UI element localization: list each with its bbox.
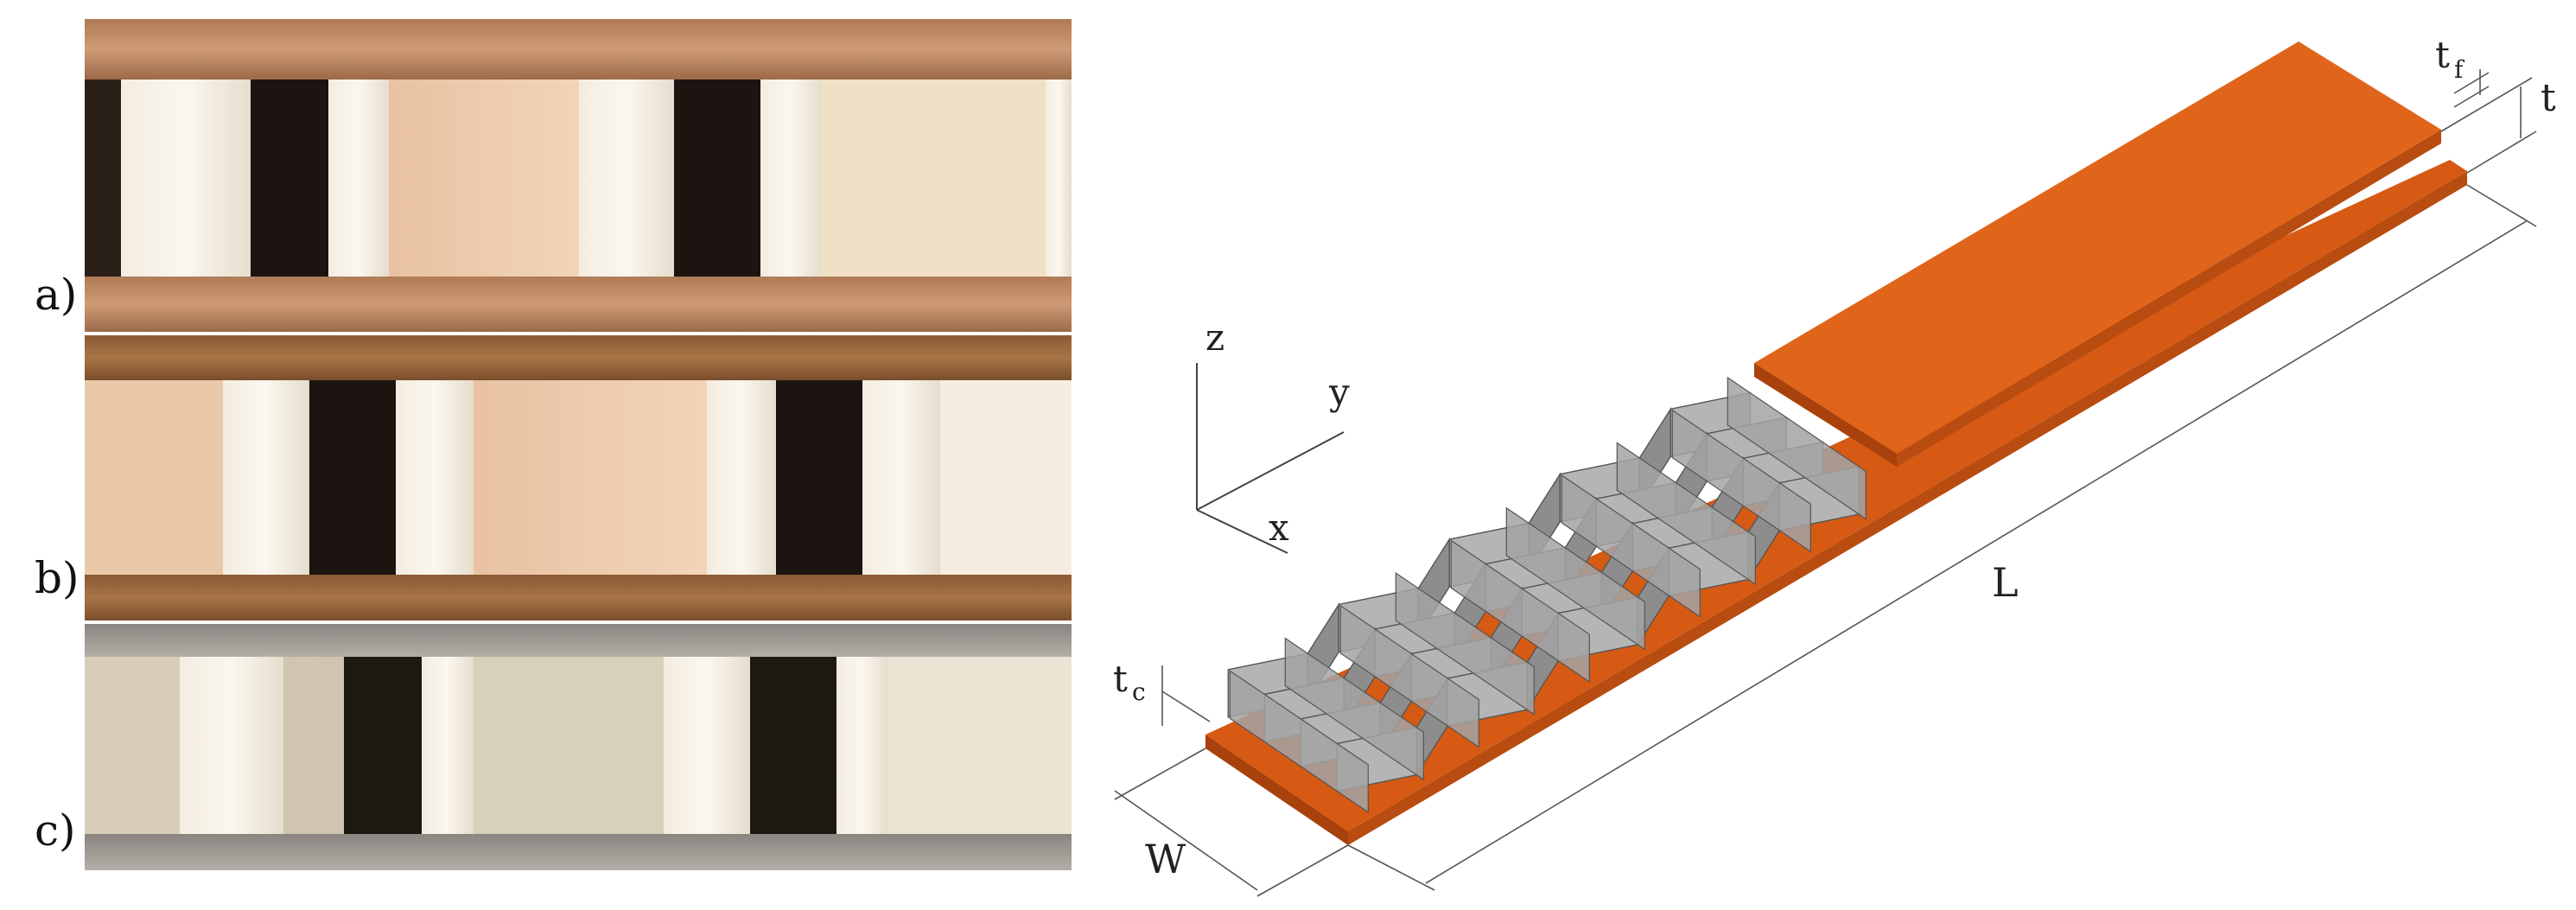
core-wall xyxy=(1559,457,1640,523)
svg-text:t: t xyxy=(1113,658,1128,700)
core-wall xyxy=(1343,627,1376,729)
coordinate-axes xyxy=(1196,363,1345,554)
core-wall xyxy=(1374,612,1455,678)
core-rib xyxy=(1395,571,1535,716)
core-wall xyxy=(1600,521,1633,622)
photo-label-b: b) xyxy=(35,553,80,603)
core-rib xyxy=(1727,376,1867,520)
core-wall xyxy=(1300,702,1381,767)
axis-label-y: y xyxy=(1328,371,1350,413)
core-wall xyxy=(1675,431,1708,532)
svg-text:t: t xyxy=(2435,34,2450,76)
bottom-face-sheet xyxy=(1205,160,2467,845)
dimension-label-L: L xyxy=(1992,559,2019,606)
core-wall xyxy=(1417,537,1450,639)
core-wall xyxy=(1490,586,1523,688)
core-wall xyxy=(1521,571,1602,637)
core-rib xyxy=(1229,670,1369,813)
core-wall xyxy=(1447,661,1528,727)
core-rib xyxy=(1561,474,1701,618)
core-wall xyxy=(1379,652,1412,753)
core-wall xyxy=(1638,406,1671,508)
dimension-label-tf: t f xyxy=(2435,34,2465,84)
core-wall xyxy=(1557,596,1638,662)
core-wall xyxy=(1528,472,1561,573)
honeycomb-core xyxy=(1227,376,1867,813)
core-wall xyxy=(1227,652,1308,718)
core-wall xyxy=(1485,547,1566,613)
core-rib xyxy=(1671,409,1811,553)
core-wall xyxy=(1526,611,1559,712)
core-rib xyxy=(1505,506,1645,651)
core-wall xyxy=(1637,545,1670,647)
core-wall xyxy=(1670,391,1751,458)
core-rib xyxy=(1339,604,1479,748)
photo-label-c: c) xyxy=(35,805,76,856)
svg-text:f: f xyxy=(2454,55,2465,84)
core-wall xyxy=(1564,496,1597,598)
dimension-label-W: W xyxy=(1145,836,1186,882)
core-wall xyxy=(1410,636,1492,703)
core-wall xyxy=(1336,726,1417,792)
core-wall xyxy=(1778,466,1860,531)
dimension-label-t: t xyxy=(2541,76,2556,120)
core-wall xyxy=(1453,562,1486,663)
core-wall xyxy=(1595,481,1676,548)
core-wall xyxy=(1338,587,1419,653)
core-wall xyxy=(1415,676,1448,778)
core-wall xyxy=(1742,441,1823,507)
axis-label-x: x xyxy=(1269,506,1289,549)
photo-label-a: a) xyxy=(35,270,78,320)
svg-text:c: c xyxy=(1132,678,1146,706)
core-rib xyxy=(1284,637,1424,781)
core-wall xyxy=(1263,677,1345,743)
photo-panel-b xyxy=(85,335,1072,620)
core-wall xyxy=(1631,506,1713,572)
core-wall xyxy=(1711,455,1744,557)
core-rib xyxy=(1616,442,1756,586)
core-wall xyxy=(1706,417,1787,482)
sample-photos xyxy=(85,19,1072,870)
core-rib xyxy=(1450,539,1590,684)
axis-label-z: z xyxy=(1205,316,1224,359)
top-face-sheet xyxy=(1754,41,2441,467)
photo-panel-c xyxy=(85,624,1072,870)
dimension-lines xyxy=(1114,69,2537,897)
core-wall xyxy=(1668,531,1749,597)
dimension-label-tc: t c xyxy=(1113,658,1146,706)
core-wall xyxy=(1448,522,1530,588)
core-wall xyxy=(1747,480,1780,582)
photo-panel-a xyxy=(85,19,1072,332)
core-wall xyxy=(1307,602,1339,703)
